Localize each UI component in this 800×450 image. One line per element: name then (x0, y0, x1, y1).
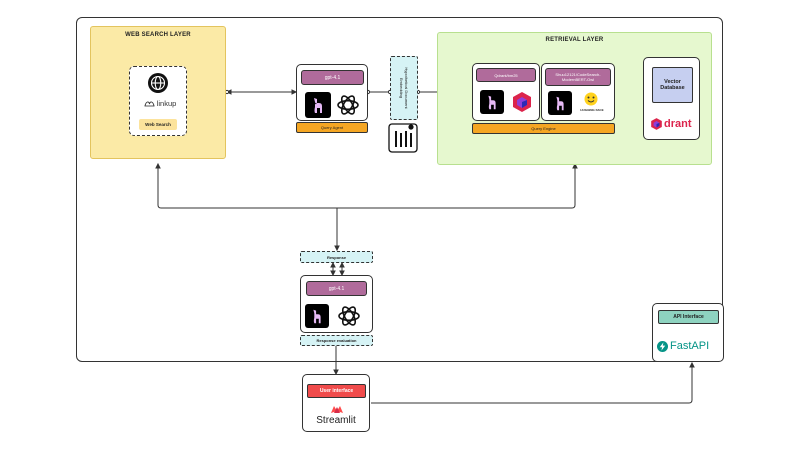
llama-logo (305, 304, 329, 328)
web-search-button[interactable]: Web Search (139, 119, 177, 130)
arrow-head (155, 162, 161, 169)
connector-ui-api (371, 365, 693, 404)
arrow-head (334, 245, 340, 252)
linkup-logo: linkup (136, 99, 184, 108)
dense-model: Shuu12121/CodeSearch-ModernBERT-Owl (545, 68, 611, 86)
vector-db-label: Vector Database (652, 67, 693, 103)
bm25-card: Qdrant/bm25 (472, 63, 540, 121)
vector-db-card: Vector Database drant (643, 57, 700, 140)
arrow-head (572, 162, 578, 169)
api-card: API Interface FastAPI (652, 303, 724, 362)
qdrant-brand: drant (664, 118, 692, 130)
streamlit-brand: Streamlit (316, 415, 356, 426)
arrow-head (333, 369, 339, 376)
llama-icon (313, 309, 321, 324)
llama-icon (556, 96, 564, 111)
web-search-layer-title: WEB SEARCH LAYER (125, 32, 191, 38)
linkup-card: linkup Web Search (129, 66, 187, 136)
retrieval-layer-title: RETRIEVAL LAYER (545, 37, 604, 43)
hyde-box: Hypothetical Document Embedding (390, 56, 418, 120)
ui-label: User interface (307, 384, 366, 398)
hugging-face-caption: HUGGING FACE (580, 108, 604, 112)
system-frame (76, 17, 723, 362)
globe-icon (148, 73, 168, 93)
hyde-label: Hypothetical Document Embedding (399, 67, 409, 109)
qdrant-logo: drant (650, 116, 696, 132)
connector-merge (157, 166, 576, 209)
llama-icon (314, 98, 322, 113)
ui-card: User interface Streamlit (302, 374, 370, 432)
qdrant-cube-icon (513, 92, 531, 112)
llama-logo (548, 91, 572, 115)
linkup-icon (144, 101, 155, 107)
response-model: gpt-4.1 (306, 281, 367, 296)
bm25-model: Qdrant/bm25 (476, 68, 536, 82)
arrow-head (689, 361, 695, 368)
query-engine-label: Query Engine (472, 123, 615, 134)
linkup-brand: linkup (156, 99, 177, 108)
response-label: Response (300, 251, 373, 263)
response-agent-card: gpt-4.1 (300, 275, 373, 333)
dense-model-card: Shuu12121/CodeSearch-ModernBERT-Owl HUGG… (541, 63, 615, 121)
hugging-face-icon (584, 92, 598, 106)
fastapi-brand: FastAPI (670, 340, 710, 352)
llama-logo (480, 90, 504, 114)
query-agent-card: gpt-4.1 (296, 64, 368, 121)
document-embedding-icon (388, 123, 418, 153)
openai-icon (337, 95, 359, 115)
query-agent-label: Query Agent (296, 122, 368, 133)
llama-icon (488, 95, 496, 110)
qdrant-cube-icon (651, 118, 662, 130)
openai-icon (338, 306, 360, 326)
fastapi-logo: FastAPI (657, 339, 721, 353)
api-label: API Interface (658, 310, 719, 324)
fastapi-icon (657, 340, 668, 352)
response-eval-label: Response evaluation (300, 335, 373, 346)
query-agent-model: gpt-4.1 (301, 70, 364, 85)
streamlit-icon (331, 406, 343, 413)
llama-logo (305, 92, 331, 118)
arrow-head (291, 89, 298, 95)
